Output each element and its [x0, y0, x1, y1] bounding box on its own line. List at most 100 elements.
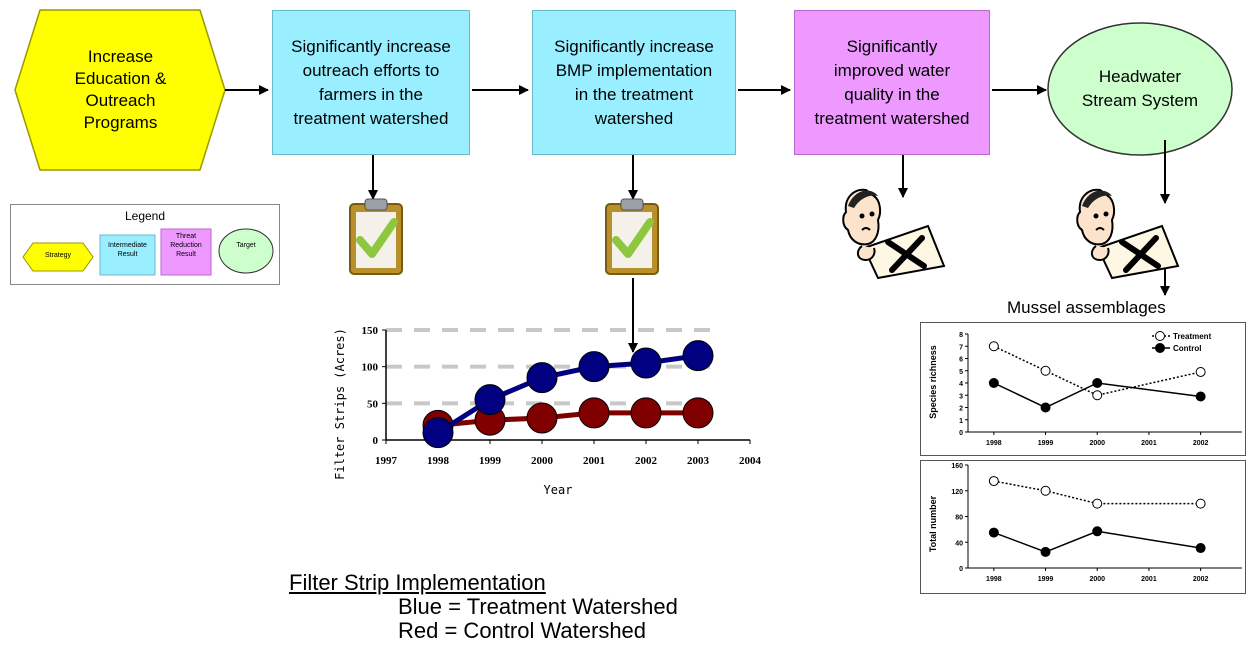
person-with-x-paper-icon: [842, 188, 946, 280]
legend-label: Control: [1173, 344, 1201, 353]
x-tick-label: 2003: [687, 455, 710, 467]
legend-shapes: [22, 228, 274, 276]
series-point: [988, 341, 999, 352]
y-tick-label: 50: [367, 398, 379, 410]
total-ylabel: Total number: [928, 495, 938, 552]
y-tick-label: 0: [959, 566, 963, 573]
y-tick-label: 8: [959, 332, 963, 339]
threat-reduction-result: Significantly improved water quality in …: [794, 10, 990, 155]
series-point: [1195, 391, 1206, 402]
series-point: [474, 384, 506, 416]
x-tick-label: 2002: [1193, 576, 1209, 583]
series-line: [993, 345, 1201, 397]
threat-reduction-result-text: Significantly improved water quality in …: [814, 36, 970, 128]
intermediate-result-bmp: Significantly increase BMP implementatio…: [532, 10, 736, 155]
series-point: [526, 402, 558, 434]
series-point: [578, 397, 610, 429]
strategy-text: Increase Education & Outreach Programs: [74, 47, 167, 132]
y-tick-label: 1: [959, 418, 963, 425]
y-tick-label: 6: [959, 357, 963, 364]
x-tick-label: 2000: [531, 455, 554, 467]
x-tick-label: 1999: [1038, 440, 1054, 447]
strategy-node: Increase Education & Outreach Programs: [18, 10, 223, 170]
x-tick-label: 1998: [986, 576, 1002, 583]
series-point: [1092, 378, 1103, 388]
x-tick-label: 2002: [635, 455, 658, 467]
x-tick-label: 2001: [1141, 440, 1157, 447]
legend-intermediate-box: [99, 234, 156, 276]
y-tick-label: 0: [373, 435, 379, 447]
series-point: [1195, 543, 1206, 554]
x-tick-label: 1998: [986, 440, 1002, 447]
legend-marker: [1155, 343, 1165, 353]
filter-chart-xlabel: Year: [544, 483, 573, 497]
series-line: [993, 530, 1201, 553]
x-tick-label: 2004: [739, 455, 762, 467]
x-tick-label: 2000: [1089, 440, 1105, 447]
caption-red: Red = Control Watershed: [398, 618, 647, 643]
y-tick-label: 4: [959, 381, 963, 388]
y-tick-label: 5: [959, 369, 963, 376]
x-tick-label: 2001: [1141, 576, 1157, 583]
intermediate-result-outreach-text: Significantly increase outreach efforts …: [291, 36, 451, 128]
series-point: [1040, 402, 1051, 413]
series-point: [526, 362, 558, 394]
series-point: [988, 527, 999, 538]
x-tick-label: 2001: [583, 455, 605, 467]
series-point: [1040, 485, 1051, 496]
filter-chart-ylabel: Filter Strips (Acres): [333, 328, 347, 480]
legend-label: Treatment: [1173, 332, 1212, 341]
person-with-x-paper-icon: [1076, 188, 1180, 280]
series-point: [1195, 498, 1206, 509]
mussel-title: Mussel assemblages: [1007, 298, 1166, 317]
y-tick-label: 3: [959, 393, 963, 400]
series-point: [1040, 546, 1051, 557]
richness-ylabel: Species richness: [928, 345, 938, 419]
legend-target-ellipse: [218, 228, 274, 274]
series-point: [630, 397, 662, 429]
target-node: Headwater Stream System: [1050, 45, 1230, 133]
y-tick-label: 80: [955, 515, 963, 522]
x-tick-label: 1997: [375, 455, 398, 467]
caption-heading: Filter Strip Implementation: [289, 570, 546, 595]
series-point: [422, 417, 454, 449]
series-point: [1092, 498, 1103, 509]
series-point: [988, 476, 999, 487]
series-point: [630, 347, 662, 379]
series-point: [1040, 365, 1051, 376]
series-line: [993, 480, 1201, 505]
legend-target-label: Target: [236, 242, 256, 249]
series-point: [1195, 366, 1206, 377]
clipboard-check-icon: [605, 198, 659, 275]
legend-threat-box: [160, 228, 212, 276]
series-line: [993, 382, 1201, 409]
series-point: [578, 351, 610, 383]
series-point: [1092, 526, 1103, 537]
y-tick-label: 150: [362, 325, 379, 337]
series-point: [988, 378, 999, 388]
filter-strip-chart: 0 50 100 150 1997 1998 1999 2000 2001 2002 2003 200…: [333, 325, 762, 497]
legend: Legend Strategy Intermediate Result Thre…: [10, 204, 280, 285]
y-tick-label: 0: [959, 430, 963, 437]
y-tick-label: 100: [362, 362, 379, 374]
series-point: [1092, 390, 1103, 401]
x-tick-label: 1999: [1038, 576, 1054, 583]
intermediate-result-bmp-text: Significantly increase BMP implementatio…: [554, 36, 714, 128]
x-tick-label: 2002: [1193, 440, 1209, 447]
clipboard-check-icon: [349, 198, 403, 275]
x-tick-label: 1999: [479, 455, 502, 467]
legend-marker: [1155, 331, 1165, 341]
y-tick-label: 2: [959, 406, 963, 413]
legend-intermediate-label: Intermediate Result: [108, 242, 147, 258]
target-text: Headwater Stream System: [1081, 67, 1199, 110]
legend-strategy-label: Strategy: [44, 252, 72, 259]
x-tick-label: 1998: [427, 455, 450, 467]
y-tick-label: 120: [951, 489, 963, 496]
legend-threat-label: Threat Reduction Result: [170, 233, 202, 258]
legend-title: Legend: [124, 209, 166, 223]
x-tick-label: 2000: [1089, 576, 1105, 583]
